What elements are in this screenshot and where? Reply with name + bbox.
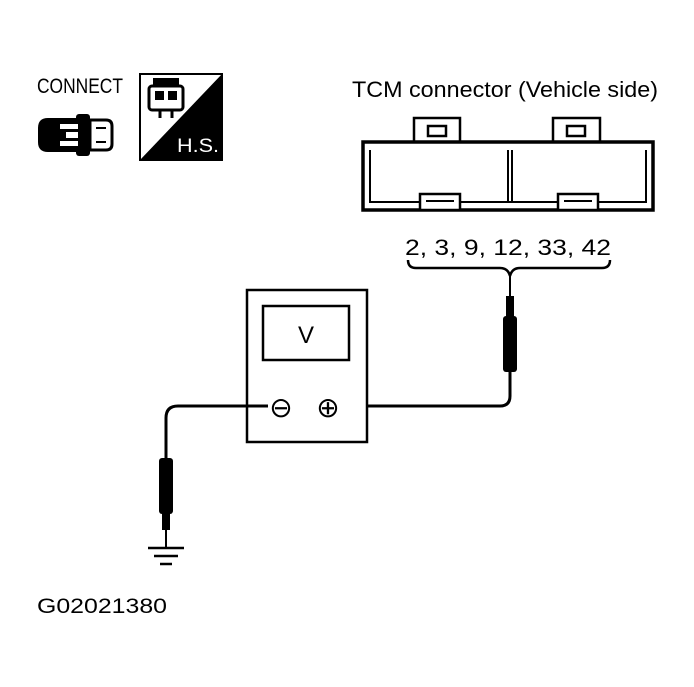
connect-label: CONNECT <box>37 75 123 98</box>
positive-lead <box>344 392 512 408</box>
figure-id: G02021380 <box>37 595 167 618</box>
ground-symbol-icon <box>148 546 184 566</box>
positive-terminal: ⊕ <box>316 392 339 423</box>
harness-connector-icon <box>147 78 185 118</box>
connect-badge: CONNECT <box>37 75 123 156</box>
tcm-connector <box>361 116 655 212</box>
connector-plug-icon <box>38 114 114 156</box>
voltmeter: V ⊖ ⊕ <box>245 288 369 444</box>
hs-label: H.S. <box>177 136 219 157</box>
negative-terminal: ⊖ <box>269 392 292 423</box>
voltmeter-display: V <box>298 322 314 349</box>
hs-badge: H.S. <box>139 73 223 161</box>
terminal-numbers: 2, 3, 9, 12, 33, 42 <box>405 235 611 260</box>
negative-probe <box>159 458 173 548</box>
tcm-connector-title: TCM connector (Vehicle side) <box>352 77 658 102</box>
terminal-brace <box>406 259 612 277</box>
positive-probe <box>503 276 517 392</box>
negative-lead <box>164 404 268 458</box>
